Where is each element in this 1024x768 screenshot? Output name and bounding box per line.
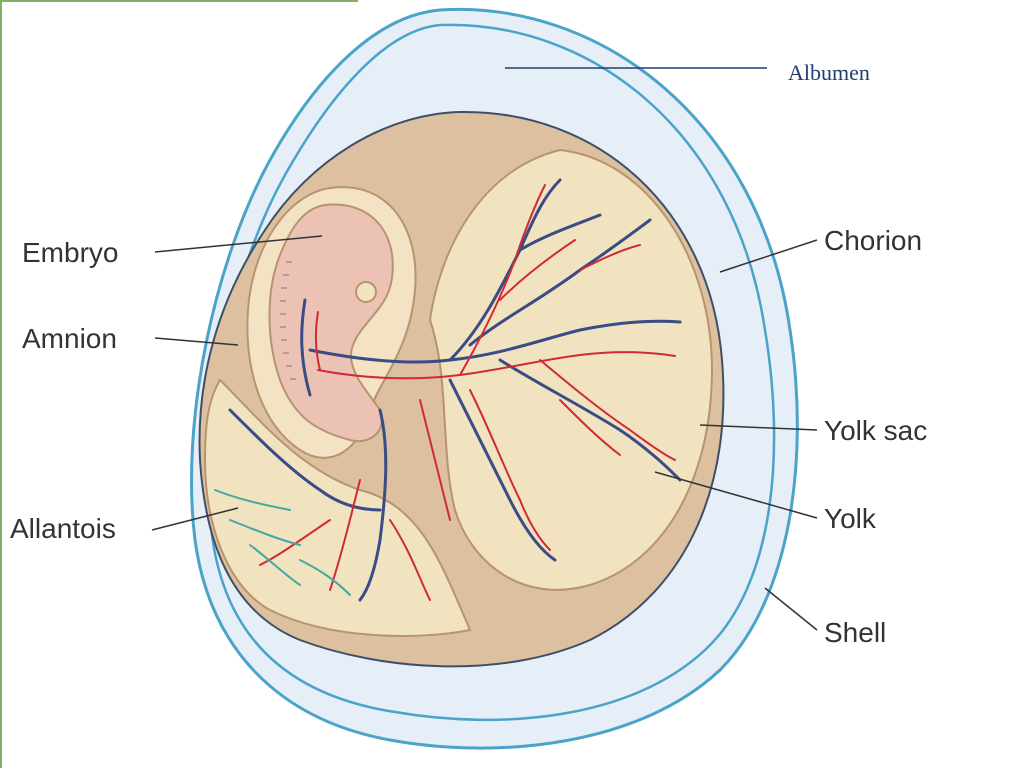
yolk-label: Yolk <box>824 503 877 534</box>
embryo-label: Embryo <box>22 237 118 268</box>
slide-top-border <box>0 0 358 2</box>
amnion-leader <box>154 337 239 346</box>
allantois-label: Allantois <box>10 513 116 544</box>
slide-left-border <box>0 0 2 768</box>
leader-lines <box>151 67 818 631</box>
embryo-leader <box>154 235 323 253</box>
yolk-leader <box>654 471 818 519</box>
shell-leader <box>764 587 818 631</box>
allantois-vessels <box>214 489 351 596</box>
embryo-eye <box>355 281 377 303</box>
shell-membrane <box>207 23 776 722</box>
embryo <box>268 203 394 443</box>
yolk-sac-leader <box>699 424 818 431</box>
yolk-sac-veins <box>228 178 682 602</box>
allantois <box>203 378 472 637</box>
shell-label: Shell <box>824 617 886 648</box>
embryo-somites <box>280 261 296 380</box>
chorion-leader <box>719 239 818 273</box>
chorion-label: Chorion <box>824 225 922 256</box>
yolk-sac-label: Yolk sac <box>824 415 927 446</box>
amnion-label: Amnion <box>22 323 117 354</box>
albumen-label: Albumen <box>788 60 870 85</box>
allantois-leader <box>151 507 239 531</box>
